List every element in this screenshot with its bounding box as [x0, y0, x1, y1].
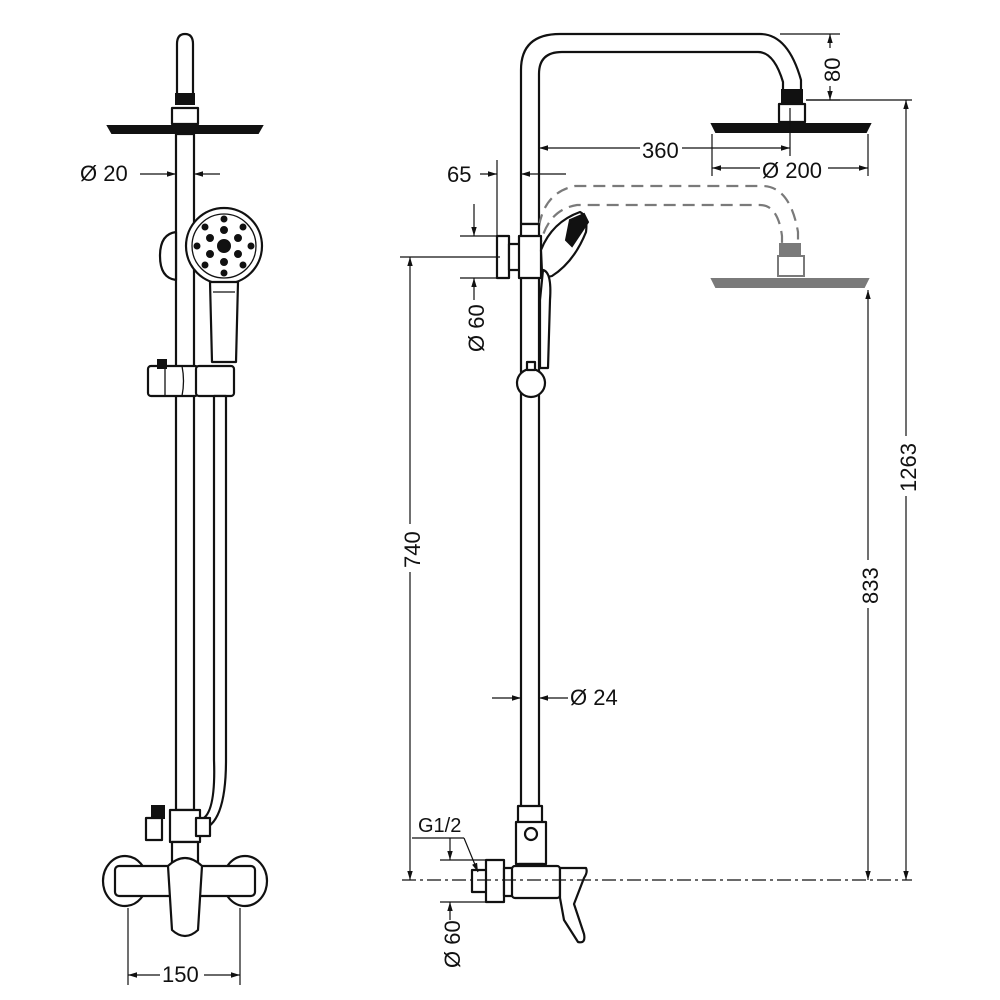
side-head-nut: [781, 89, 803, 103]
label-inlet-spacing: 150: [162, 962, 199, 987]
side-slider-knob: [515, 360, 547, 399]
label-bar-diameter: Ø 20: [80, 161, 128, 186]
dim-head-diameter: Ø 200: [711, 134, 869, 183]
side-ghost-position: [537, 184, 870, 288]
dim-inlet-spacing: 150: [127, 908, 241, 987]
side-view: 80 360 Ø 200 65: [398, 32, 921, 968]
front-diverter: [144, 805, 212, 866]
side-shower-head: [710, 123, 872, 133]
dim-rail-diameter: Ø 24: [492, 685, 618, 710]
dim-head-height: 833: [856, 290, 883, 880]
front-mixer: [101, 854, 269, 938]
label-arm-drop: 80: [820, 58, 845, 82]
side-vertical-rail: [519, 222, 541, 810]
front-view: Ø 20 150: [80, 32, 269, 987]
label-head-diameter: Ø 200: [762, 158, 822, 183]
front-head-connector: [170, 106, 200, 126]
dim-arm-reach: 360: [539, 108, 791, 163]
dim-thread: G1/2: [412, 815, 479, 873]
dim-arm-drop: 80: [780, 33, 845, 101]
dim-total-height: 1263: [806, 99, 921, 880]
label-arm-reach: 360: [642, 138, 679, 163]
dim-holder-height: 740: [398, 256, 500, 880]
front-hose: [198, 394, 228, 832]
side-mixer: [470, 858, 588, 944]
label-thread: G1/2: [418, 815, 461, 837]
label-offset: 65: [447, 162, 471, 187]
front-shower-head: [106, 125, 264, 134]
front-head-nut: [175, 93, 195, 105]
front-hand-shower: [184, 206, 264, 364]
label-flange-diameter: Ø 60: [440, 920, 465, 968]
side-head-connector: [777, 102, 807, 124]
dim-flange-diameter: Ø 60: [440, 838, 486, 968]
front-slider-clamp: [146, 359, 236, 398]
label-rail-diameter: Ø 24: [570, 685, 618, 710]
dim-offset: 65: [447, 160, 566, 236]
side-hand-shower-holder: [495, 234, 543, 280]
front-holder-bracket: [158, 230, 178, 282]
dim-bar-diameter: Ø 20: [80, 161, 220, 186]
front-top-tube: [175, 32, 195, 98]
side-hand-shower: [538, 210, 590, 370]
label-total-height: 1263: [896, 443, 921, 492]
label-holder-height: 740: [400, 531, 425, 568]
dim-holder-diameter: Ø 60: [460, 204, 500, 352]
label-head-height: 833: [858, 567, 883, 604]
label-holder-diameter: Ø 60: [464, 304, 489, 352]
